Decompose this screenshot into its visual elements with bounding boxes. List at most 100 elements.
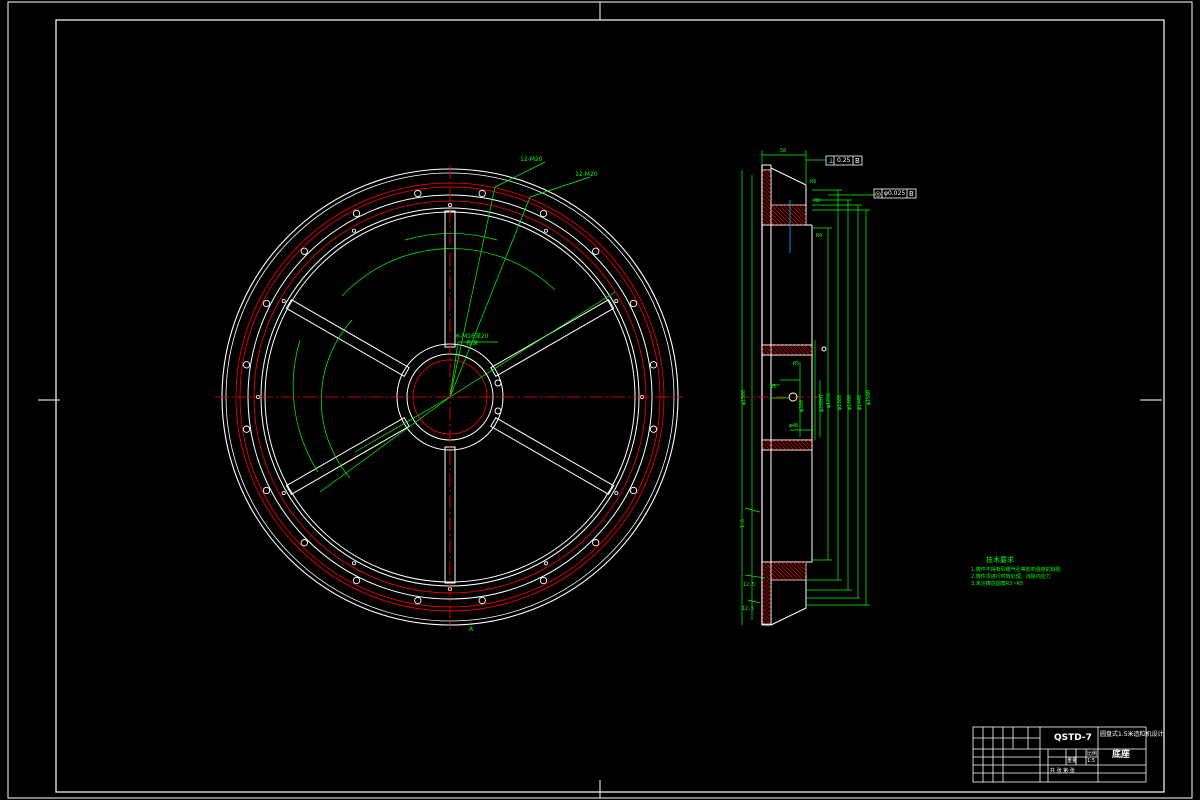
inner-hole-2 <box>544 561 549 566</box>
bolt-hole-1 <box>629 486 638 495</box>
weight-label: 重量 <box>1067 758 1078 764</box>
tech-note-1: 1.铸件不得有砂眼气孔等影响强度的缺陷 <box>971 567 1061 573</box>
bolt-hole-12 <box>300 247 308 255</box>
svg-text:φ1500: φ1500 <box>866 390 872 405</box>
svg-text:φ1250: φ1250 <box>826 393 832 408</box>
svg-text:1.6: 1.6 <box>740 519 746 528</box>
leader-3 <box>319 396 451 493</box>
spoke-5 <box>285 299 410 377</box>
bolt-hole-14 <box>414 189 422 198</box>
spoke-3 <box>444 446 456 584</box>
svg-text:12.5: 12.5 <box>742 606 754 612</box>
bolt-hole-18 <box>629 299 638 308</box>
sheet-outer-border <box>7 1 1193 799</box>
bolt-hole-3 <box>539 576 548 585</box>
side-section-view: 58 R8 R8 R5 φ48 R4 R5 1.6 12.5 12.5 φ150… <box>740 148 875 626</box>
bolt-hole-15 <box>478 189 486 198</box>
inner-hole-1 <box>614 490 619 495</box>
front-view <box>215 161 683 630</box>
tolerance-1-datum: B <box>855 157 860 165</box>
tolerance-2-symbol: ◎ <box>875 190 882 198</box>
svg-text:φ1440: φ1440 <box>857 395 863 410</box>
sheet-inner-border <box>55 19 1165 793</box>
scale-label: 比例 <box>1087 751 1098 757</box>
hub-hole-1 <box>494 379 502 387</box>
thread-callout-2: 12-M20 <box>575 171 598 178</box>
radius-line-1 <box>449 291 616 398</box>
svg-text:R8: R8 <box>810 179 816 185</box>
tolerance-frame-2 <box>873 188 917 199</box>
leader-6 <box>449 341 459 398</box>
inner-hole-11 <box>614 298 619 303</box>
inner-hole-10 <box>544 228 549 233</box>
svg-text:φ280: φ280 <box>799 400 805 412</box>
hole-callout: 6-M16深20 <box>456 333 489 340</box>
spoke-2 <box>490 417 615 495</box>
hatch-top-rim <box>761 169 772 226</box>
svg-text:R5: R5 <box>793 361 799 367</box>
tolerance-1-symbol: ⊥ <box>828 157 835 165</box>
leader-1 <box>449 186 496 398</box>
bolt-hole-7 <box>300 539 308 547</box>
bolt-hole-19 <box>649 361 658 369</box>
bolt-hole-16 <box>539 209 548 218</box>
inner-hole-7 <box>281 298 286 303</box>
bolt-hole-9 <box>242 425 251 433</box>
hatch-hub-top <box>761 344 813 356</box>
project-title: 圆盘式1.5米造粒机设计 <box>1100 731 1164 738</box>
tech-note-2: 2.铸件须进行时效处理，消除内应力 <box>971 574 1051 580</box>
part-name: 底座 <box>1112 750 1131 760</box>
scale-value: 1:5 <box>1087 758 1096 764</box>
svg-text:R8: R8 <box>814 198 820 204</box>
svg-text:R5: R5 <box>770 384 776 390</box>
hatch-hub-bottom <box>761 439 813 451</box>
hatch-top-flange <box>770 204 807 226</box>
angle-arc-1 <box>341 248 556 297</box>
tolerance-2-value: φ0.025 <box>884 190 906 197</box>
bolt-hole-4 <box>478 596 486 605</box>
svg-text:φ1500: φ1500 <box>741 390 747 405</box>
bolt-hole-0 <box>649 425 658 433</box>
angle-arc-3 <box>404 233 498 241</box>
spoke-0 <box>444 210 456 348</box>
radius-line-2 <box>354 396 451 453</box>
svg-text:R4: R4 <box>816 233 822 239</box>
inner-hole-8 <box>351 228 356 233</box>
svg-text:φ1360: φ1360 <box>837 395 843 410</box>
sheet-label: 共 张 第 张 <box>1050 768 1075 774</box>
bolt-hole-6 <box>352 576 361 585</box>
tolerance-2-datum: B <box>909 190 914 198</box>
inner-hole-5 <box>281 490 286 495</box>
angle-arc-4 <box>321 319 353 479</box>
tolerance-frame-1 <box>825 155 863 166</box>
leader-5 <box>529 176 591 198</box>
spoke-1 <box>490 299 615 377</box>
leader-4 <box>494 161 546 188</box>
bolt-hole-11 <box>262 299 271 308</box>
svg-text:φ1400: φ1400 <box>847 395 853 410</box>
svg-text:58: 58 <box>780 148 786 154</box>
tech-note-3: 3.未注铸造圆角R3~R5 <box>971 581 1024 587</box>
view-mark: A <box>469 626 474 633</box>
svg-text:12.5: 12.5 <box>743 582 755 588</box>
bolt-hole-8 <box>262 486 271 495</box>
drawing-number: QSTD-7 <box>1054 733 1092 743</box>
leader-2 <box>449 196 531 398</box>
inner-hole-9 <box>447 202 452 207</box>
hub-hole-2 <box>494 407 502 415</box>
tolerance-1-value: 0.25 <box>837 157 851 164</box>
spoke-4 <box>285 417 410 495</box>
bolt-hole-2 <box>592 539 600 547</box>
bolt-hole-17 <box>592 247 600 255</box>
tech-notes-heading: 技术要求 <box>986 556 1014 564</box>
bolt-hole-13 <box>352 209 361 218</box>
svg-text:φ48: φ48 <box>789 423 798 429</box>
title-block <box>972 726 1147 783</box>
bolt-hole-10 <box>242 361 251 369</box>
inner-hole-4 <box>351 561 356 566</box>
angle-arc-2 <box>292 339 319 473</box>
thread-callout: 12-M20 <box>520 156 543 163</box>
svg-text:φ250H7: φ250H7 <box>819 394 825 412</box>
hole-callout-2: 孔深 <box>466 340 479 347</box>
